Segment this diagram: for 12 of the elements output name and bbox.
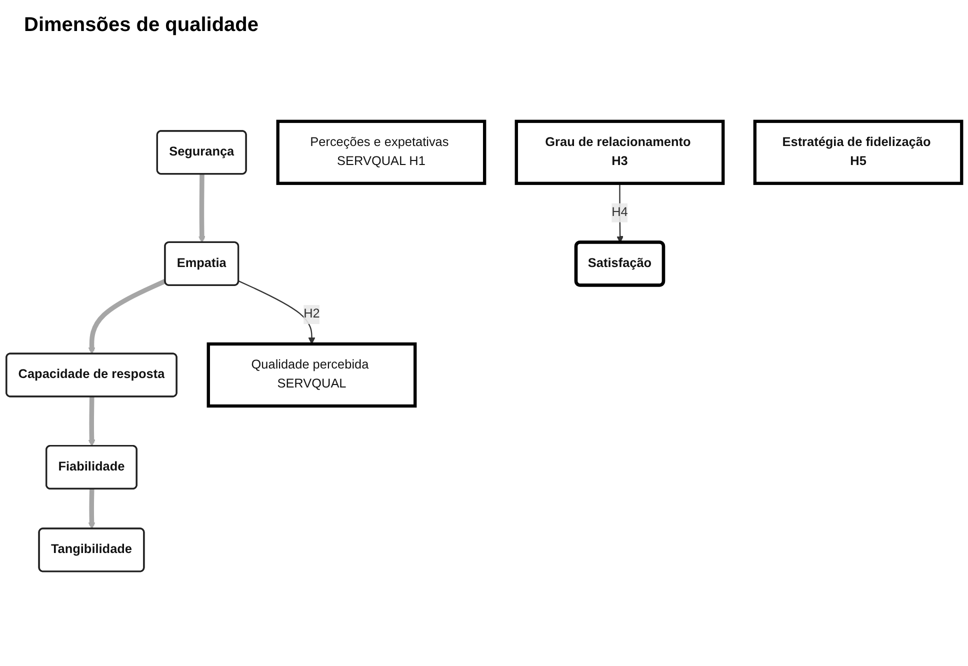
edge-label: H4: [612, 205, 628, 219]
arrow: [88, 278, 166, 354]
diagram-title: Dimensões de qualidade: [24, 14, 260, 37]
arrow: [88, 488, 96, 529]
node-box: Estratégia de fidelização H5: [753, 119, 964, 185]
node-box: Qualidade percebida SERVQUAL: [206, 342, 417, 408]
edge-label: H2: [304, 307, 320, 321]
arrow: [198, 174, 206, 243]
node-box: Perceções e expetativas SERVQUAL H1: [276, 119, 486, 185]
arrow: [238, 280, 316, 344]
arrow: [88, 396, 96, 446]
node-box: Grau de relacionamento H3: [514, 119, 725, 185]
